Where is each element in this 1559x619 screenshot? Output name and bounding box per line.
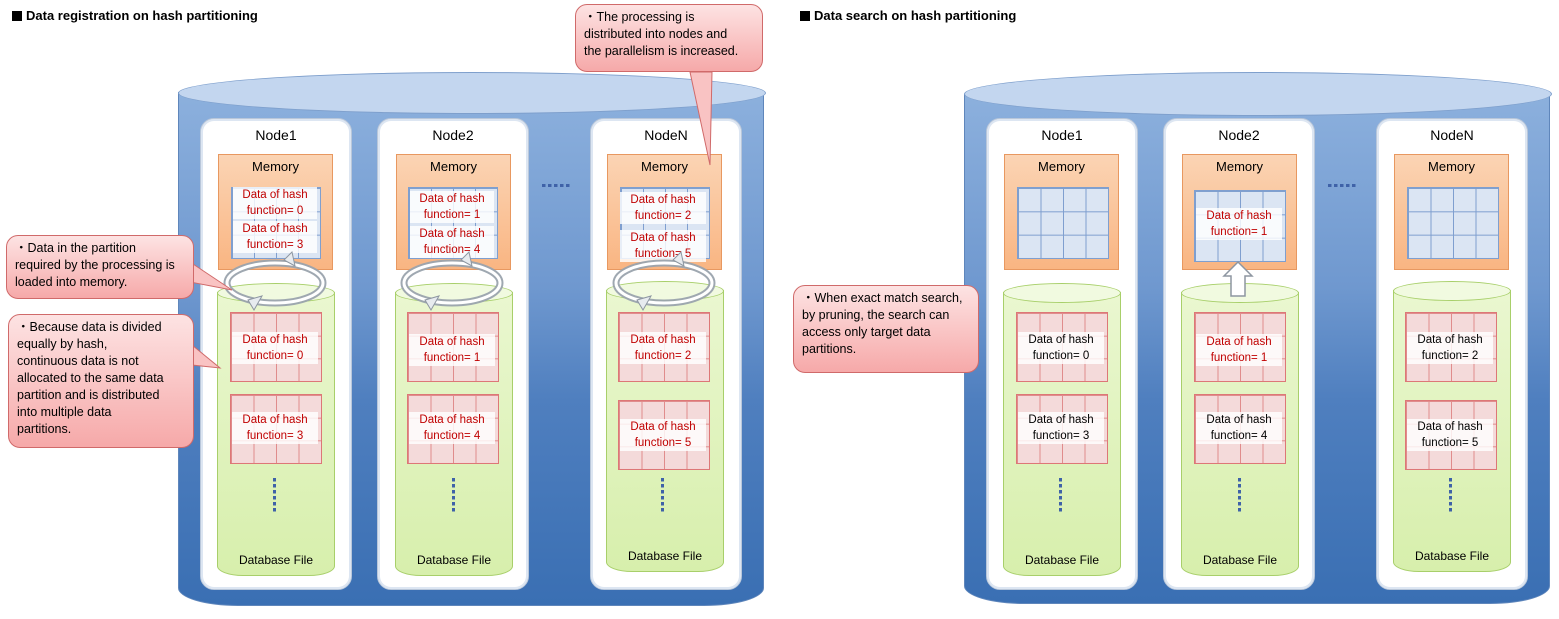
ellipsis-dots-icon xyxy=(1059,478,1062,512)
memory-label: Memory xyxy=(430,159,477,174)
ellipsis-dots-icon xyxy=(542,184,572,187)
node-name: Node1 xyxy=(1041,127,1083,143)
data-label: Data of hash function= 5 xyxy=(620,230,706,262)
bullet-square-icon xyxy=(12,10,22,21)
data-label: Data of hash function= 1 xyxy=(1196,208,1282,240)
ellipsis-dots-icon xyxy=(452,478,455,512)
data-label: Data of hash function= 5 xyxy=(620,419,706,451)
node-name: NodeN xyxy=(1430,127,1474,143)
data-label: Data of hash function= 1 xyxy=(409,334,495,366)
data-label: Data of hash function= 4 xyxy=(410,226,494,258)
memory-label: Memory xyxy=(641,159,688,174)
data-label: Data of hash function= 4 xyxy=(409,412,495,444)
data-label: Data of hash function= 5 xyxy=(1407,419,1493,451)
memory-partition-grid xyxy=(1017,187,1109,259)
storage-cylinder-right-top xyxy=(964,72,1552,116)
ellipsis-dots-icon xyxy=(661,478,664,512)
data-label: Data of hash function= 3 xyxy=(233,221,317,253)
data-label: Data of hash function= 4 xyxy=(1196,412,1282,444)
callout-memory-load: ・Data in the partition required by the p… xyxy=(6,235,194,299)
callout-hash-divide: ・Because data is divided equally by hash… xyxy=(8,314,194,448)
callout-pruning: ・When exact match search, by pruning, th… xyxy=(793,285,979,373)
callout-parallelism: ・The processing is distributed into node… xyxy=(575,4,763,72)
storage-cylinder-left-top xyxy=(178,72,766,114)
database-file-label: Database File xyxy=(416,553,492,567)
data-label: Data of hash function= 2 xyxy=(620,332,706,364)
data-label: Data of hash function= 3 xyxy=(232,412,318,444)
callout-tail xyxy=(689,71,713,166)
data-label: Data of hash function= 1 xyxy=(410,191,494,223)
ellipsis-dots-icon xyxy=(1238,478,1241,512)
rotate-arrows-icon xyxy=(225,261,714,305)
database-file-label: Database File xyxy=(238,553,314,567)
data-label: Data of hash function= 2 xyxy=(1407,332,1493,364)
node-name: NodeN xyxy=(644,127,688,143)
left-title: Data registration on hash partitioning xyxy=(12,8,258,23)
up-arrow-icon xyxy=(1222,260,1254,297)
data-label: Data of hash function= 0 xyxy=(233,187,317,219)
data-label: Data of hash function= 1 xyxy=(1196,334,1282,366)
ellipsis-dots-icon xyxy=(1328,184,1358,187)
memory-partition-grid xyxy=(1407,187,1499,259)
data-label: Data of hash function= 3 xyxy=(1018,412,1104,444)
data-label: Data of hash function= 2 xyxy=(620,192,706,224)
rotate-arrows-icon xyxy=(247,250,685,311)
memory-label: Memory xyxy=(1428,159,1475,174)
memory-label: Memory xyxy=(1216,159,1263,174)
database-file-top xyxy=(1393,281,1511,301)
data-label: Data of hash function= 0 xyxy=(1018,332,1104,364)
right-title: Data search on hash partitioning xyxy=(800,8,1016,23)
memory-label: Memory xyxy=(1038,159,1085,174)
ellipsis-dots-icon xyxy=(1449,478,1452,512)
database-file-label: Database File xyxy=(1414,549,1490,563)
data-label: Data of hash function= 0 xyxy=(232,332,318,364)
database-file-label: Database File xyxy=(1024,553,1100,567)
node-name: Node1 xyxy=(255,127,297,143)
database-file-top xyxy=(1003,283,1121,303)
bullet-square-icon xyxy=(800,10,810,21)
node-name: Node2 xyxy=(432,127,474,143)
database-file-label: Database File xyxy=(627,549,703,563)
ellipsis-dots-icon xyxy=(273,478,276,512)
database-file-label: Database File xyxy=(1202,553,1278,567)
node-name: Node2 xyxy=(1218,127,1260,143)
memory-label: Memory xyxy=(252,159,299,174)
